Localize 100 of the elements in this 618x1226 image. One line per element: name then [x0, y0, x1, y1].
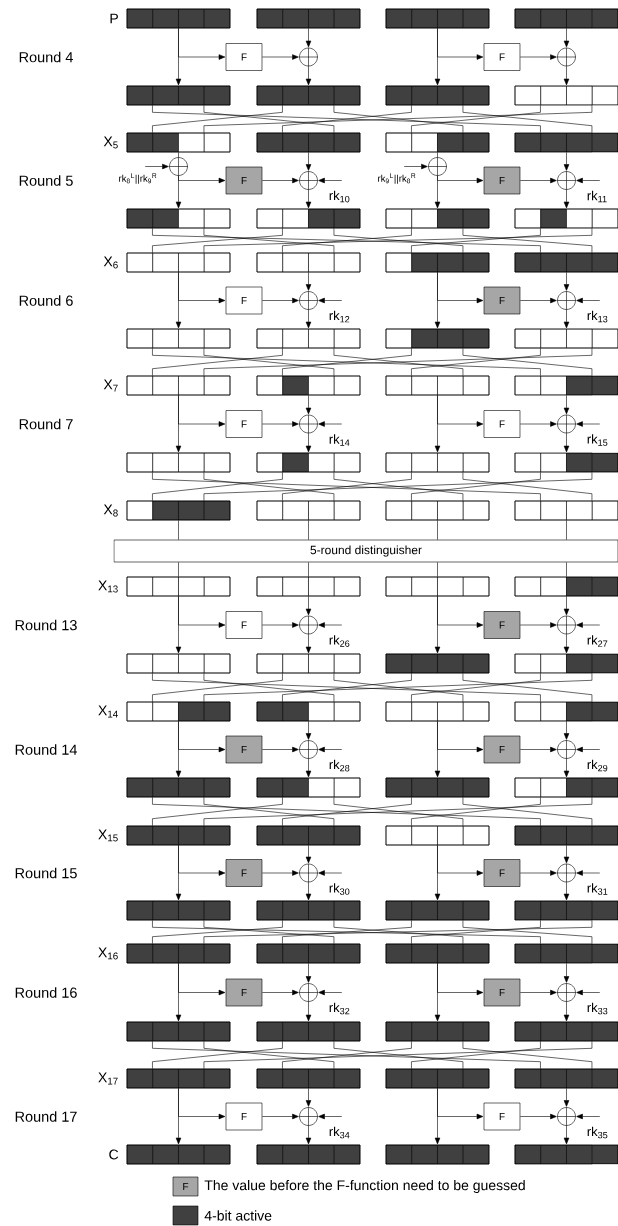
- register-block: [385, 500, 490, 521]
- arrow: [520, 421, 557, 427]
- f-function-box: F: [483, 43, 521, 71]
- connector-line: [203, 920, 593, 944]
- arrow: [318, 297, 343, 304]
- arrow: [305, 272, 312, 291]
- register-block: [514, 132, 618, 153]
- arrow: [437, 721, 484, 753]
- arrow: [305, 634, 312, 654]
- connector-line: [566, 562, 567, 577]
- connector-line: [178, 520, 179, 540]
- arrow: [520, 746, 557, 753]
- register-block: [126, 653, 231, 674]
- round-label: Round 15: [15, 867, 77, 879]
- arrow: [318, 746, 343, 753]
- connector-line: [462, 673, 593, 702]
- register-block: [256, 500, 361, 521]
- connector-line: [152, 673, 541, 702]
- connector-line: [437, 152, 438, 158]
- arrow: [178, 28, 226, 60]
- connector-line: [566, 520, 567, 540]
- connector-line: [152, 797, 283, 826]
- register-block: [385, 900, 490, 921]
- xor-symbol: [556, 414, 577, 434]
- register-block: [385, 777, 490, 798]
- connector-line: [411, 472, 541, 501]
- connector-line: [282, 673, 412, 702]
- connector-line: [203, 1041, 593, 1069]
- arrow: [437, 175, 484, 184]
- arrow: [305, 758, 312, 778]
- register-block: [385, 1068, 490, 1089]
- register-block: [514, 825, 618, 846]
- arrow: [305, 721, 312, 740]
- f-function-box: F: [483, 1102, 521, 1131]
- register-block: [256, 1068, 361, 1089]
- xor-symbol: [298, 615, 319, 635]
- round-label: Round 13: [15, 619, 77, 631]
- arrow: [563, 272, 570, 291]
- arrow: [178, 963, 226, 996]
- arrow: [437, 1088, 484, 1120]
- connector-line: [411, 228, 541, 253]
- connector-line: [203, 105, 335, 133]
- legend-text: 4-bit active: [204, 1210, 272, 1221]
- round-label: Round 7: [19, 418, 73, 430]
- row-label: X$_{5}$: [103, 136, 118, 149]
- round-label: Round 4: [19, 51, 73, 63]
- f-function-box: F: [225, 166, 263, 195]
- arrow: [576, 297, 601, 304]
- arrow: [563, 882, 570, 901]
- arrow: [576, 1113, 601, 1120]
- connector-line: [462, 797, 593, 826]
- arrow: [576, 177, 601, 184]
- connector-line: [437, 562, 438, 577]
- register-block: [126, 825, 231, 846]
- connector-line: [282, 472, 412, 501]
- register-block: [126, 1021, 231, 1042]
- arrow: [563, 28, 570, 48]
- arrow: [437, 845, 484, 876]
- f-function-box: F: [225, 286, 263, 315]
- connector-line: [203, 797, 593, 826]
- arrow: [520, 1113, 557, 1120]
- register-block: [385, 701, 490, 722]
- connector-line: [333, 797, 464, 826]
- xor-symbol: [556, 1106, 577, 1127]
- xor-symbol: [298, 863, 319, 883]
- arrow: [437, 272, 484, 304]
- arrow: [318, 421, 343, 427]
- arrow: [576, 746, 601, 753]
- connector-line: [203, 228, 593, 253]
- register-block: [514, 500, 618, 521]
- f-function-box: F: [483, 735, 521, 764]
- xor-symbol: [298, 1106, 319, 1127]
- register-block: [256, 777, 361, 798]
- connector-line: [308, 562, 309, 577]
- register-block: [126, 943, 231, 964]
- arrow: [437, 596, 484, 628]
- register-block: [126, 576, 231, 597]
- f-function-box: F: [225, 859, 263, 887]
- register-block: [514, 8, 618, 29]
- connector-line: [152, 920, 283, 944]
- key-label: rk$_{33}$: [587, 1002, 608, 1015]
- arrow: [563, 845, 570, 864]
- register-block: [385, 825, 490, 846]
- connector-line: [178, 562, 179, 577]
- xor-symbol: [168, 156, 189, 177]
- connector-line: [203, 105, 593, 133]
- register-block: [385, 943, 490, 964]
- connector-line: [437, 520, 438, 540]
- connector-line: [203, 472, 335, 501]
- xor-symbol: [298, 170, 319, 191]
- swatch-letter: F: [183, 1183, 189, 1190]
- arrow: [178, 845, 226, 876]
- register-block: [256, 252, 361, 273]
- arrow: [520, 989, 557, 996]
- xor-symbol: [556, 982, 577, 1003]
- connector-line: [282, 1041, 412, 1069]
- register-block: [126, 208, 231, 229]
- arrow: [563, 634, 570, 654]
- row-label: X$_{13}$: [98, 580, 118, 593]
- register-block: [514, 85, 618, 106]
